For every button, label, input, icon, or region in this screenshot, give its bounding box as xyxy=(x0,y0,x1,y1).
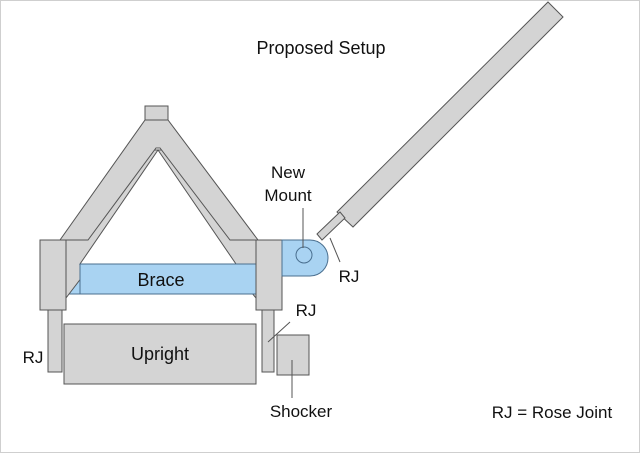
right-mount-block xyxy=(255,239,283,311)
a-frame-legs xyxy=(59,119,259,241)
rj-right-leader xyxy=(267,321,291,343)
upright-label: Upright xyxy=(131,344,189,364)
left-rose-joint-link xyxy=(47,309,63,373)
right-rose-joint-link xyxy=(261,309,275,373)
a-frame-apex xyxy=(144,105,169,121)
upright-block xyxy=(63,323,257,385)
legend-text: RJ = Rose Joint xyxy=(492,403,613,422)
diagram-title: Proposed Setup xyxy=(256,38,385,58)
brace-label: Brace xyxy=(137,270,184,290)
rj-mount-label: RJ xyxy=(339,267,360,286)
new-mount-label-line2: Mount xyxy=(264,186,312,205)
shocker-label: Shocker xyxy=(270,402,333,421)
rj-right-label: RJ xyxy=(296,301,317,320)
rj-left-label: RJ xyxy=(23,348,44,367)
left-mount-block xyxy=(39,239,67,311)
rod-end xyxy=(316,211,346,241)
new-mount-bolt xyxy=(295,246,313,264)
push-rod xyxy=(336,1,564,228)
new-mount-label-line1: New xyxy=(271,163,306,182)
rj-mount-leader xyxy=(329,237,341,263)
shocker-block xyxy=(276,334,310,376)
